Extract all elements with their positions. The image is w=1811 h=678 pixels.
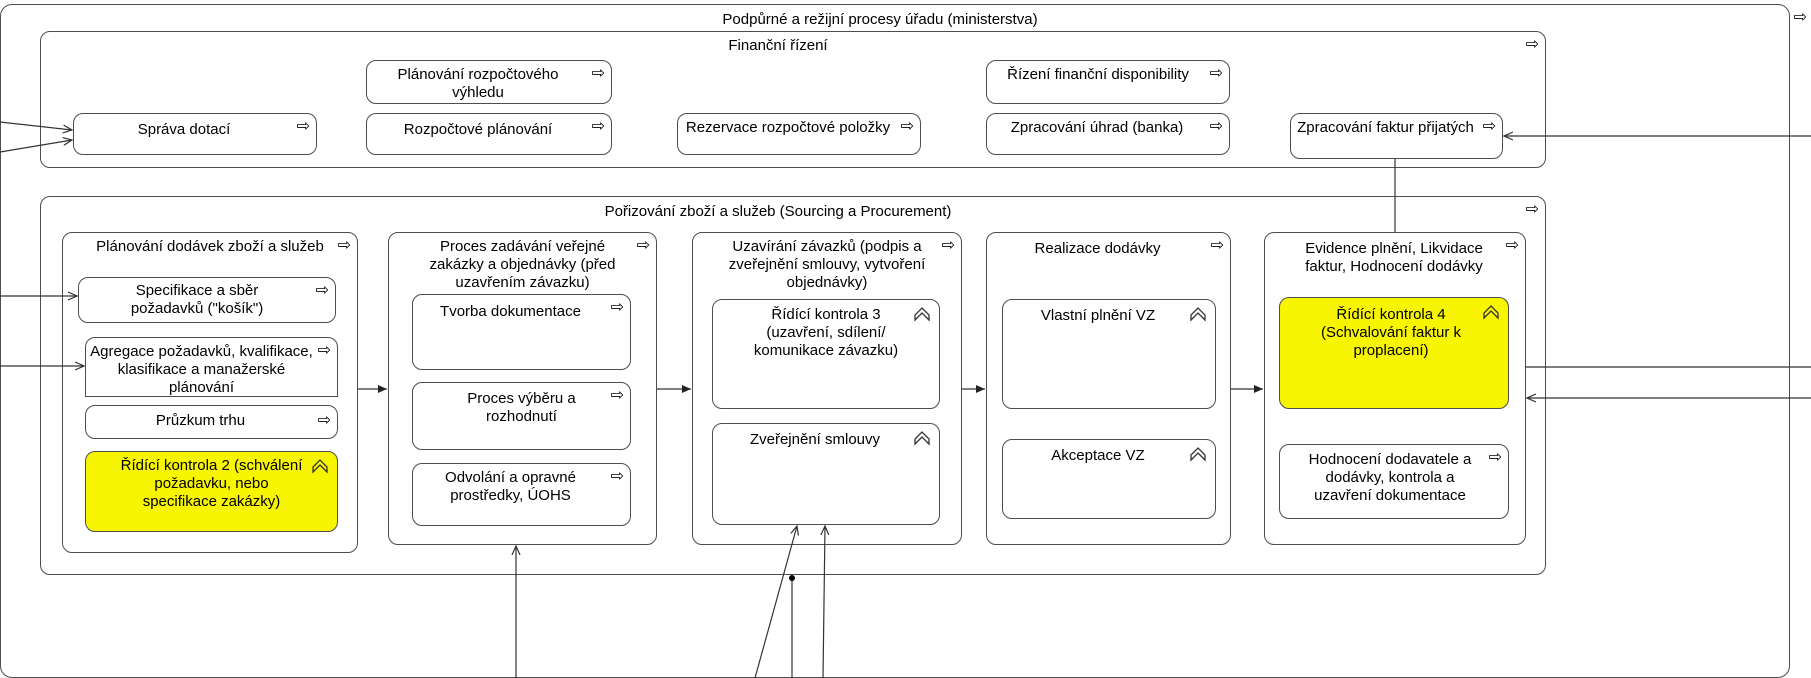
process-arrow-icon: ⇨ (610, 387, 624, 404)
process-arrow-icon: ⇨ (317, 342, 331, 359)
process-arrow-icon: ⇨ (1525, 201, 1539, 218)
process-arrow-icon: ⇨ (1482, 118, 1496, 135)
process-vyber[interactable]: Proces výběru a rozhodnutí ⇨ (412, 382, 631, 450)
process-arrow-icon: ⇨ (636, 237, 650, 254)
process-arrow-icon: ⇨ (1505, 237, 1519, 254)
process-arrow-icon: ⇨ (941, 237, 955, 254)
process-arrow-icon: ⇨ (1209, 118, 1223, 135)
evidence-group-title: Evidence plnění, Likvidace faktur, Hodno… (1305, 240, 1483, 275)
support-processes-title: Podpůrné a režijní procesy úřadu (minist… (722, 11, 1038, 28)
event-akceptace[interactable]: Akceptace VZ (1002, 439, 1216, 519)
chevron-up-outline-icon (914, 307, 930, 322)
process-rizeni-disponibility[interactable]: Řízení finanční disponibility ⇨ (986, 60, 1230, 104)
planning-group-title: Plánování dodávek zboží a služeb (96, 238, 324, 255)
process-arrow-icon: ⇨ (1488, 449, 1502, 466)
control-point-4[interactable]: Řídící kontrola 4 (Schvalování faktur k … (1279, 297, 1509, 409)
process-arrow-icon: ⇨ (591, 65, 605, 82)
process-arrow-icon: ⇨ (591, 118, 605, 135)
process-rozpoctove-planovani[interactable]: Rozpočtové plánování ⇨ (366, 113, 612, 155)
process-label: Tvorba dokumentace (440, 303, 581, 320)
process-hodnoceni-dodavatele[interactable]: Hodnocení dodavatele a dodávky, kontrola… (1279, 444, 1509, 519)
process-agregace[interactable]: Agregace požadavků, kvalifikace, klasifi… (85, 337, 338, 397)
process-arrow-icon: ⇨ (1793, 9, 1807, 26)
process-arrow-icon: ⇨ (317, 412, 331, 429)
process-label: Odvolání a opravné prostředky, ÚOHS (445, 469, 576, 504)
procurement-title: Pořizování zboží a služeb (Sourcing a Pr… (604, 203, 952, 220)
event-label: Řídící kontrola 4 (Schvalování faktur k … (1320, 306, 1462, 359)
event-label: Zveřejnění smlouvy (749, 431, 881, 448)
process-zpracovani-uhrad[interactable]: Zpracování úhrad (banka) ⇨ (986, 113, 1230, 155)
chevron-up-outline-icon (312, 459, 328, 474)
process-arrow-icon: ⇨ (1209, 65, 1223, 82)
process-arrow-icon: ⇨ (1525, 36, 1539, 53)
process-zpracovani-faktur[interactable]: Zpracování faktur přijatých ⇨ (1290, 113, 1503, 159)
event-label: Řídící kontrola 3 (uzavření, sdílení/ ko… (753, 306, 899, 359)
event-vlastni-plneni[interactable]: Vlastní plnění VZ (1002, 299, 1216, 409)
process-arrow-icon: ⇨ (337, 237, 351, 254)
process-sprava-dotaci[interactable]: Správa dotací ⇨ (73, 113, 317, 155)
process-rezervace-polozky[interactable]: Rezervace rozpočtové položky ⇨ (677, 113, 921, 155)
process-arrow-icon: ⇨ (610, 299, 624, 316)
process-specifikace[interactable]: Specifikace a sběr požadavků ("košík") ⇨ (78, 277, 336, 323)
process-tvorba-dokumentace[interactable]: Tvorba dokumentace ⇨ (412, 294, 631, 370)
process-label: Rozpočtové plánování (403, 121, 553, 138)
process-arrow-icon: ⇨ (610, 468, 624, 485)
chevron-up-outline-icon (914, 431, 930, 446)
process-label: Agregace požadavků, kvalifikace, klasifi… (90, 343, 313, 396)
chevron-up-outline-icon (1190, 447, 1206, 462)
control-point-2[interactable]: Řídící kontrola 2 (schválení požadavku, … (85, 451, 338, 532)
process-label: Proces výběru a rozhodnutí (467, 390, 576, 425)
financial-management-title: Finanční řízení (728, 37, 828, 54)
process-label: Zpracování úhrad (banka) (1010, 119, 1184, 136)
process-arrow-icon: ⇨ (315, 282, 329, 299)
commitment-group-title: Uzavírání závazků (podpis a zveřejnění s… (728, 238, 926, 291)
event-label: Řídící kontrola 2 (schválení požadavku, … (120, 457, 303, 510)
tender-group-title: Proces zadávání veřejné zakázky a objedn… (429, 238, 616, 291)
process-label: Rezervace rozpočtové položky (685, 119, 891, 136)
process-label: Specifikace a sběr požadavků ("košík") (130, 282, 264, 317)
process-label: Zpracování faktur přijatých (1297, 119, 1474, 136)
process-label: Správa dotací (137, 121, 231, 138)
process-label: Plánování rozpočtového výhledu (397, 66, 559, 101)
event-label: Vlastní plnění VZ (1040, 307, 1156, 324)
delivery-group-title: Realizace dodávky (1034, 240, 1161, 257)
process-label: Řízení finanční disponibility (1007, 66, 1189, 83)
chevron-up-outline-icon (1190, 307, 1206, 322)
process-arrow-icon: ⇨ (1210, 237, 1224, 254)
process-planovani-vyhledu[interactable]: Plánování rozpočtového výhledu ⇨ (366, 60, 612, 104)
process-arrow-icon: ⇨ (296, 118, 310, 135)
control-point-3[interactable]: Řídící kontrola 3 (uzavření, sdílení/ ko… (712, 299, 940, 409)
process-pruzkum-trhu[interactable]: Průzkum trhu ⇨ (85, 405, 338, 439)
process-arrow-icon: ⇨ (900, 118, 914, 135)
chevron-up-outline-icon (1483, 305, 1499, 320)
process-label: Hodnocení dodavatele a dodávky, kontrola… (1308, 451, 1472, 504)
process-label: Průzkum trhu (155, 412, 246, 429)
event-zverejneni[interactable]: Zveřejnění smlouvy (712, 423, 940, 525)
event-label: Akceptace VZ (1051, 447, 1145, 464)
process-odvolani[interactable]: Odvolání a opravné prostředky, ÚOHS ⇨ (412, 463, 631, 526)
